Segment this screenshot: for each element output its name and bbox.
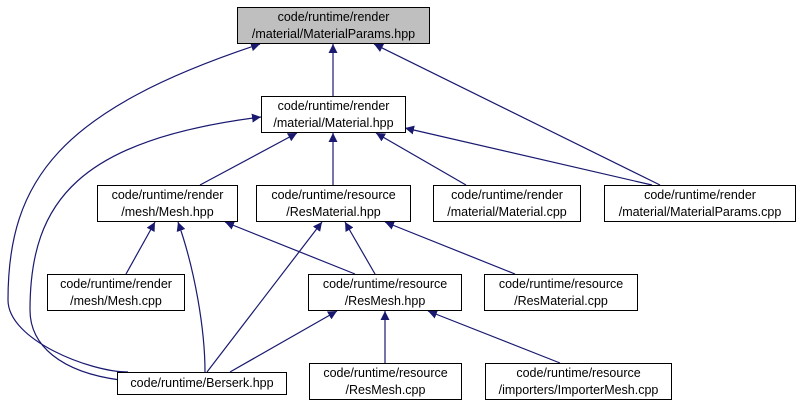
node-resmaterial-cpp[interactable]: code/runtime/resource /ResMaterial.cpp — [484, 274, 638, 311]
node-label-line-2: /importers/ImporterMesh.cpp — [498, 382, 659, 397]
node-material-params-cpp[interactable]: code/runtime/render /material/MaterialPa… — [604, 185, 796, 222]
node-label-line-2: /material/Material.cpp — [447, 204, 567, 219]
node-label-line-1: code/runtime/render — [60, 276, 172, 291]
node-label-line-2: /material/MaterialParams.cpp — [618, 204, 782, 219]
edge-berserk-hpp-to-material-params-hpp — [7, 42, 261, 373]
node-label-line-1: code/runtime/render — [644, 187, 756, 202]
node-label-line-1: code/runtime/resource — [271, 187, 396, 202]
node-label-line-1: code/runtime/resource — [498, 276, 624, 291]
edge-berserk-hpp-to-material-hpp — [29, 113, 262, 381]
node-label-line-2: /ResMesh.cpp — [345, 382, 426, 397]
node-importer-mesh-cpp[interactable]: code/runtime/resource /importers/Importe… — [485, 363, 672, 400]
edge-mesh-hpp-to-material-hpp — [199, 132, 298, 186]
node-resmesh-cpp[interactable]: code/runtime/resource /ResMesh.cpp — [309, 363, 462, 400]
edge-resmesh-hpp-to-mesh-hpp — [224, 221, 356, 275]
edge-material-params-cpp-to-material-hpp — [404, 125, 653, 186]
edge-material-params-cpp-to-material-params-hpp — [373, 43, 661, 186]
node-mesh-hpp[interactable]: code/runtime/render /mesh/Mesh.hpp — [97, 185, 238, 222]
node-label-line-1: code/runtime/resource — [322, 276, 448, 291]
node-label-line-2: /ResMesh.hpp — [344, 293, 426, 308]
node-label-line-2: /material/Material.hpp — [273, 115, 394, 130]
node-label-line-2: /ResMaterial.cpp — [514, 293, 608, 308]
node-label-line-2: /ResMaterial.hpp — [286, 204, 381, 219]
edge-berserk-hpp-to-resmesh-hpp — [229, 310, 338, 373]
node-label-line-1: code/runtime/resource — [516, 365, 641, 380]
node-label-line-2: /material/MaterialParams.hpp — [251, 26, 416, 41]
edge-mesh-cpp-to-mesh-hpp — [125, 221, 156, 275]
node-resmaterial-hpp[interactable]: code/runtime/resource /ResMaterial.hpp — [256, 185, 411, 222]
node-resmesh-hpp[interactable]: code/runtime/resource /ResMesh.hpp — [308, 274, 462, 311]
edge-resmesh-hpp-to-resmaterial-hpp — [344, 221, 376, 275]
edge-importer-mesh-cpp-to-resmesh-hpp — [427, 310, 561, 364]
node-label-line-1: code/runtime/render — [111, 187, 224, 202]
node-material-params-hpp: code/runtime/render /material/MaterialPa… — [237, 7, 430, 44]
node-label-line-1: code/runtime/resource — [323, 365, 448, 380]
node-label-line-1: code/runtime/render — [277, 9, 390, 24]
edge-berserk-hpp-to-mesh-hpp — [176, 221, 206, 373]
node-label-line-2: /mesh/Mesh.hpp — [121, 204, 214, 219]
edge-resmaterial-cpp-to-resmaterial-hpp — [384, 221, 516, 275]
node-material-cpp[interactable]: code/runtime/render /material/Material.c… — [433, 185, 581, 222]
edge-material-cpp-to-material-hpp — [375, 132, 467, 186]
edge-berserk-hpp-to-resmaterial-hpp — [206, 221, 323, 373]
node-material-hpp[interactable]: code/runtime/render /material/Material.h… — [261, 96, 406, 133]
node-label-line-1: code/runtime/Berserk.hpp — [130, 376, 274, 390]
node-berserk-hpp[interactable]: code/runtime/Berserk.hpp — [117, 372, 287, 395]
node-label-line-1: code/runtime/render — [277, 98, 390, 113]
node-label-line-1: code/runtime/render — [451, 187, 563, 202]
node-label-line-2: /mesh/Mesh.cpp — [70, 293, 162, 308]
node-mesh-cpp[interactable]: code/runtime/render /mesh/Mesh.cpp — [47, 274, 185, 311]
